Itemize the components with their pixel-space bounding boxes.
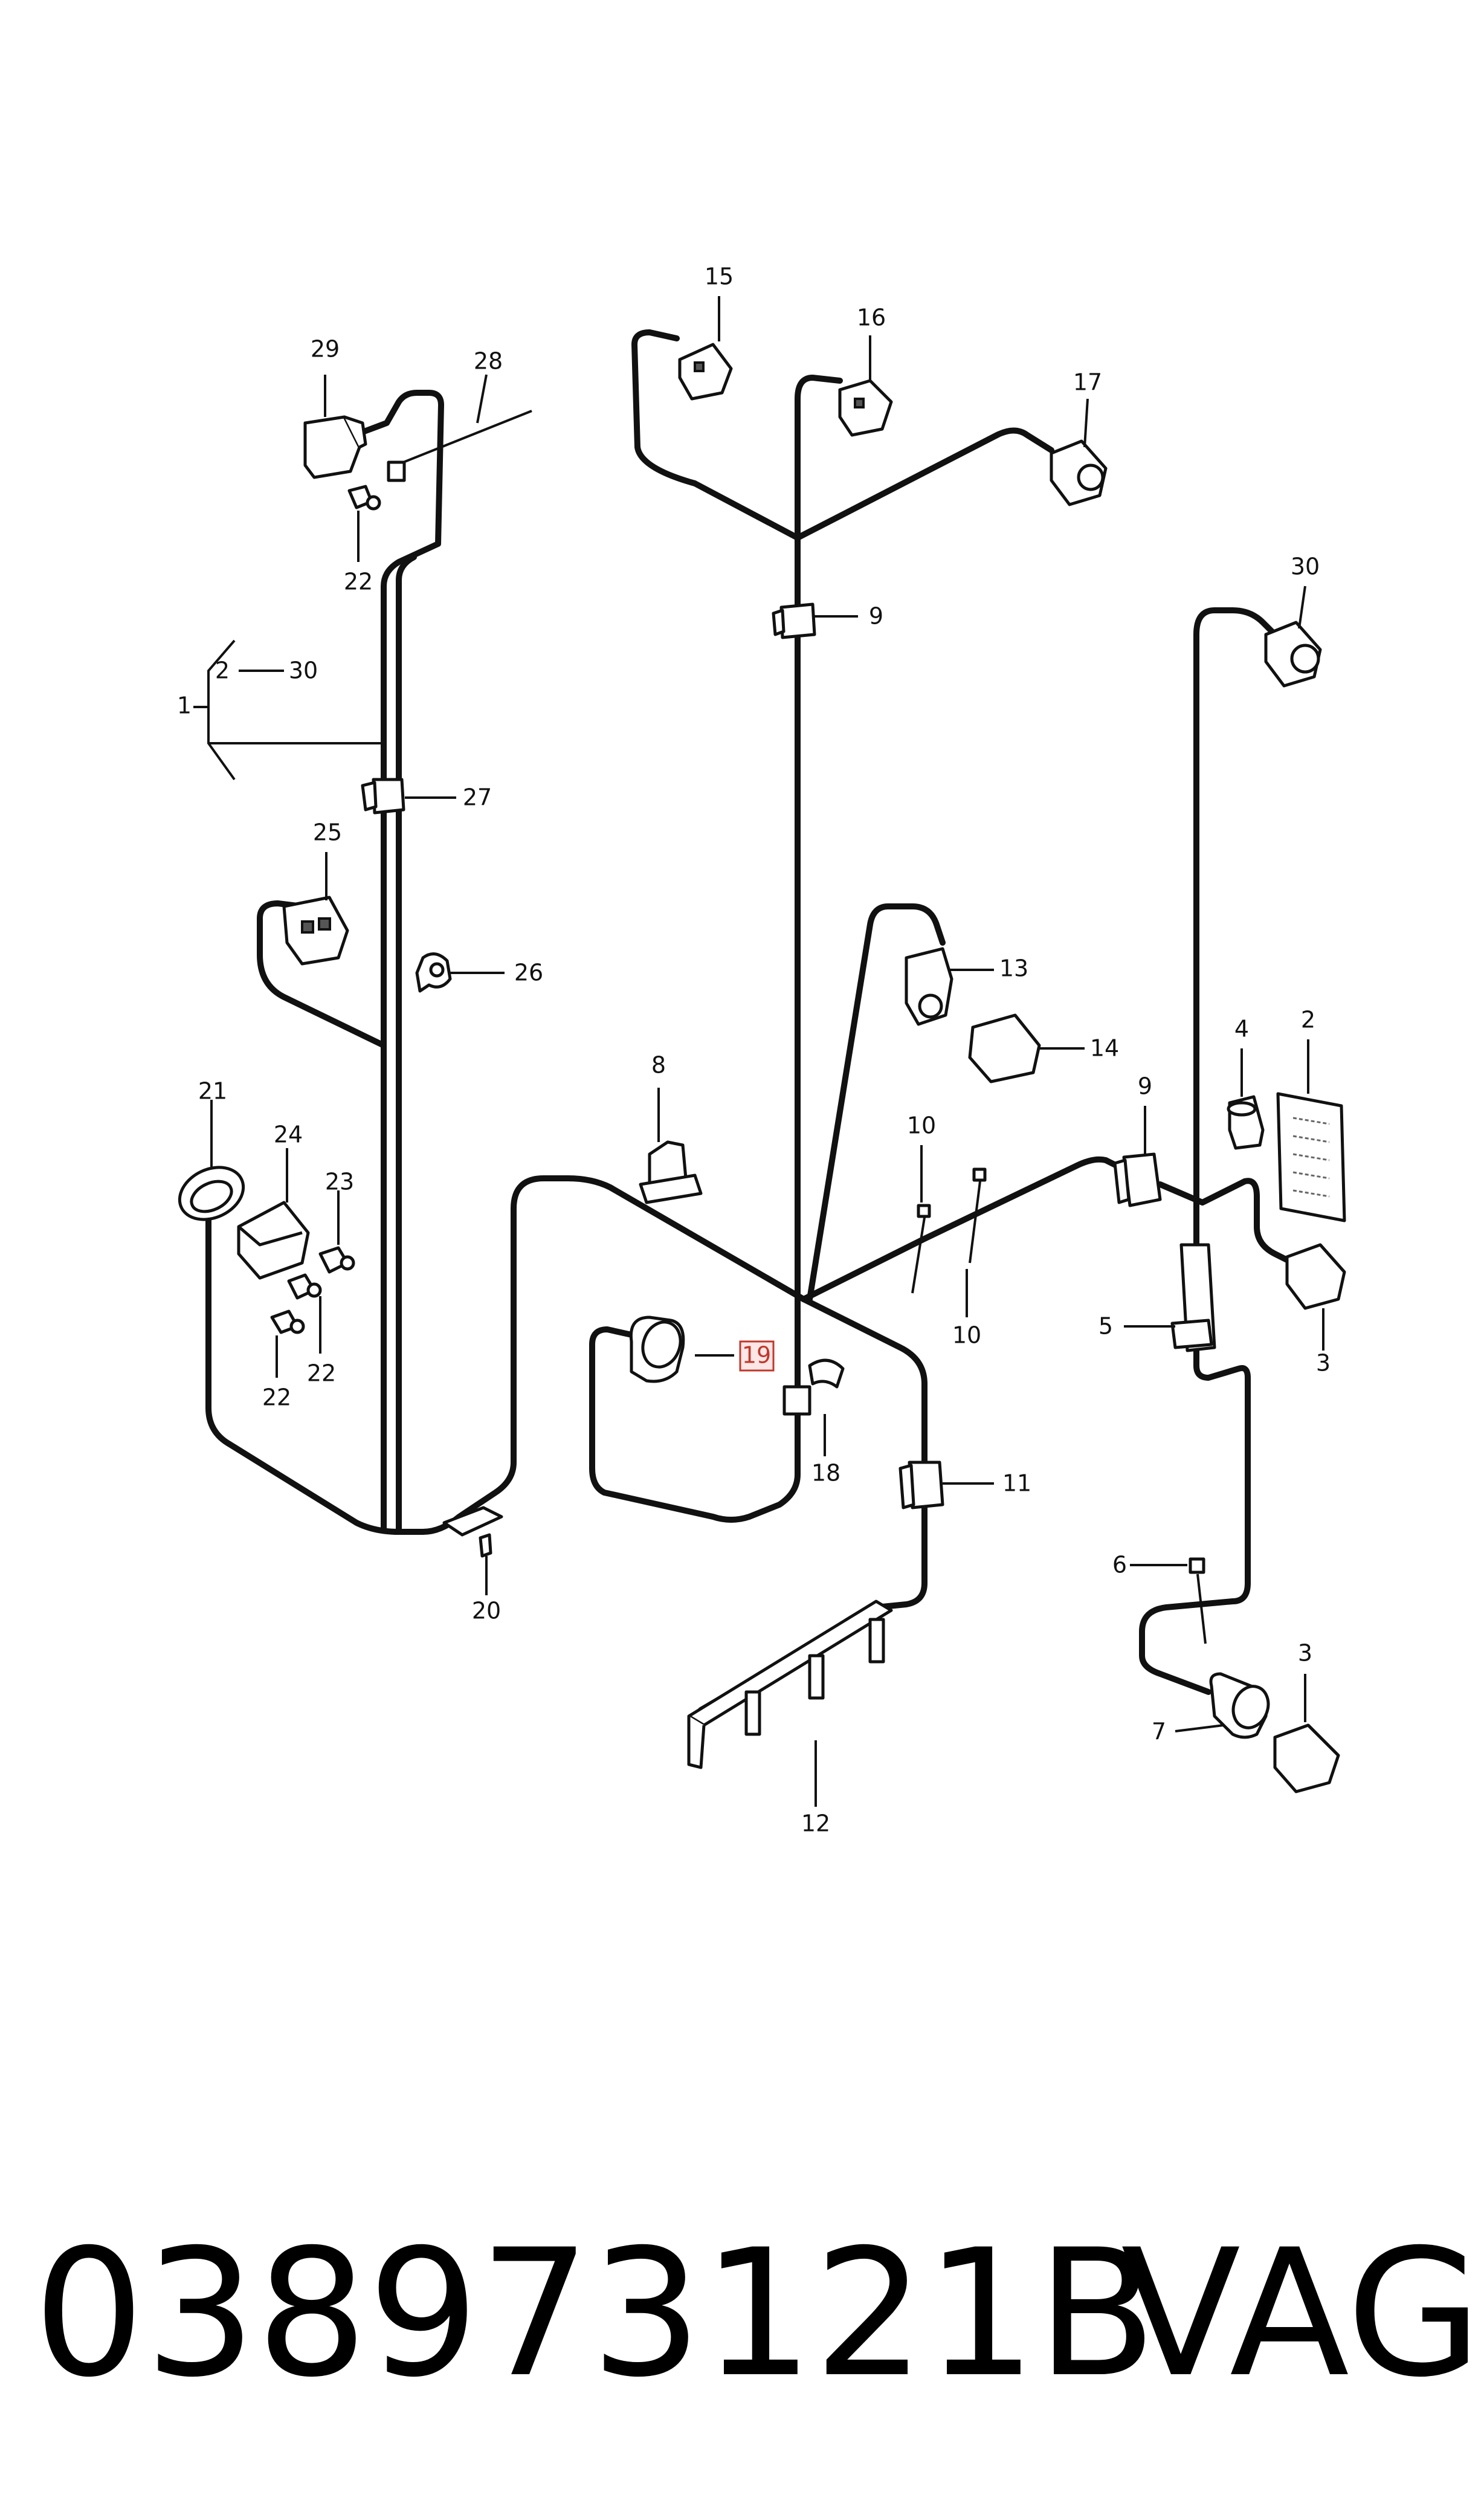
callout-19[interactable]: 19 [742, 1342, 771, 1369]
callout-9-right: 9 [1138, 1073, 1152, 1100]
brand-name: VAG [1121, 2212, 1482, 2416]
callout-10-top: 10 [907, 1112, 936, 1139]
callout-30-left: 30 [289, 657, 318, 684]
cap-4 [1227, 1095, 1265, 1150]
clip-11 [898, 1461, 944, 1509]
tie-6 [1189, 1557, 1207, 1644]
pin-22-lower-b [270, 1309, 305, 1334]
callout-16: 16 [857, 305, 886, 331]
callout-27: 27 [463, 784, 492, 811]
footer: 038973121B VAG [0, 2212, 1484, 2417]
tie-10-a [911, 1204, 931, 1294]
callout-21: 21 [198, 1078, 227, 1105]
callout-3-upper: 3 [1316, 1350, 1331, 1377]
callout-2-right: 2 [1301, 1007, 1315, 1033]
elbow-13 [905, 947, 953, 1026]
callout-7: 7 [1152, 1719, 1166, 1745]
callout-12: 12 [801, 1810, 830, 1837]
leader-lines [193, 296, 1324, 1807]
connector-25 [282, 896, 349, 966]
callout-10-bottom: 10 [952, 1322, 981, 1349]
callout-22-top: 22 [344, 569, 373, 595]
callout-23: 23 [325, 1169, 354, 1195]
connector-3-upper [1285, 1243, 1346, 1310]
callout-26: 26 [514, 960, 543, 986]
clip-9-right [1113, 1152, 1162, 1207]
pin-22-lower-a [287, 1273, 322, 1300]
clip-18 [782, 1358, 845, 1416]
callout-labels: 29 28 22 1 2 30 27 25 26 21 24 23 22 22 … [177, 263, 1331, 1837]
cap-14 [968, 1013, 1041, 1083]
callout-29: 29 [311, 336, 340, 363]
pin-23 [318, 1246, 355, 1274]
callout-17: 17 [1073, 369, 1102, 396]
connector-30 [1264, 621, 1322, 688]
callout-5: 5 [1098, 1313, 1113, 1340]
clip-8 [639, 1140, 703, 1204]
part-number: 038973121B [33, 2212, 1157, 2416]
callout-13: 13 [999, 955, 1028, 982]
fuel-rail-connector-12 [687, 1600, 893, 1769]
callout-15: 15 [705, 263, 734, 290]
callout-20: 20 [472, 1598, 501, 1624]
callout-28: 28 [474, 348, 503, 375]
pin-22-top [347, 485, 381, 511]
grommet-26 [415, 952, 452, 993]
callout-3-lower: 3 [1298, 1640, 1312, 1667]
tie-10-b [969, 1167, 987, 1264]
clip-27 [361, 778, 405, 815]
clip-28 [387, 460, 406, 482]
callout-22-lower-b: 22 [262, 1384, 291, 1411]
sleeve-5 [1170, 1243, 1216, 1352]
wiring-harness-diagram: 29 28 22 1 2 30 27 25 26 21 24 23 22 22 … [177, 263, 1346, 1837]
grommet-19 [629, 1315, 685, 1383]
parts [178, 343, 1346, 1793]
grommet-21 [178, 1166, 245, 1221]
callout-22-lower-a: 22 [307, 1360, 336, 1387]
callout-4: 4 [1234, 1016, 1249, 1042]
callout-1: 1 [177, 692, 192, 719]
label-plate-2 [1276, 1092, 1346, 1222]
connector-29 [303, 415, 367, 479]
bracket-20 [442, 1506, 503, 1558]
clip-9-top [772, 602, 816, 639]
callout-18: 18 [811, 1460, 840, 1487]
connector-24 [237, 1201, 310, 1280]
connector-17 [1050, 439, 1108, 506]
harness-wires [205, 329, 1296, 1713]
callout-8: 8 [651, 1052, 666, 1079]
grommet-7 [1209, 1672, 1270, 1739]
callout-25: 25 [313, 819, 342, 846]
callout-6: 6 [1112, 1552, 1127, 1578]
callout-11: 11 [1002, 1470, 1031, 1497]
connector-16 [838, 379, 893, 437]
connector-3-lower [1273, 1723, 1340, 1793]
callout-9-top: 9 [869, 603, 883, 630]
connector-15 [678, 343, 733, 401]
callout-30-right: 30 [1291, 554, 1320, 580]
highlight-box-19 [739, 1340, 775, 1372]
callout-14: 14 [1090, 1035, 1119, 1062]
callout-24: 24 [274, 1122, 303, 1148]
callout-2-left: 2 [215, 657, 230, 684]
